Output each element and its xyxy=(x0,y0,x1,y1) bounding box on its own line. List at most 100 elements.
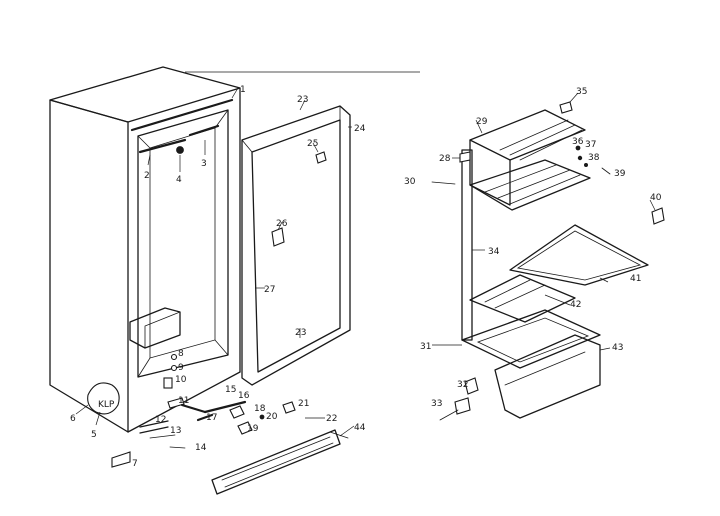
part-37 xyxy=(577,155,583,161)
rail-part-3 xyxy=(188,124,220,137)
grille-body xyxy=(211,429,341,495)
part-28 xyxy=(459,151,471,163)
callout: 27 xyxy=(264,285,275,295)
callout: 26 xyxy=(276,219,288,229)
floor-step-edge xyxy=(144,311,181,349)
cabinet-bottom-edge xyxy=(127,371,241,433)
callout: 30 xyxy=(404,177,416,187)
wire-shelf-part-42 xyxy=(469,274,576,323)
callout: 32 xyxy=(457,380,468,390)
part-18 xyxy=(229,405,245,419)
part-40 xyxy=(651,207,665,225)
cabinet-top xyxy=(49,66,241,123)
callout: 23 xyxy=(297,95,308,105)
hinge-part-25 xyxy=(315,151,327,164)
crisper-part-43 xyxy=(494,334,601,419)
coil-lower xyxy=(484,164,581,205)
floor-step xyxy=(129,307,181,349)
side-panel xyxy=(461,149,473,341)
callout: 16 xyxy=(238,391,250,401)
part-39 xyxy=(601,167,611,175)
callout: 28 xyxy=(439,154,451,164)
part-20 xyxy=(259,414,265,420)
callout: 43 xyxy=(612,343,623,353)
callout: 7 xyxy=(132,459,138,469)
coil-top xyxy=(499,119,583,161)
door-outer xyxy=(241,105,351,386)
part-33 xyxy=(454,397,471,415)
callout: 10 xyxy=(175,375,187,385)
glass-shelf-inner xyxy=(516,230,642,281)
part-19 xyxy=(237,421,253,435)
callout: 3 xyxy=(201,159,207,169)
interior-assembly xyxy=(431,101,665,421)
leader-lines xyxy=(75,71,656,437)
liner-corners xyxy=(137,109,229,378)
part-9 xyxy=(170,364,178,372)
part-44 xyxy=(329,431,349,439)
part-8 xyxy=(170,353,178,361)
glass-shelf-part-41 xyxy=(509,224,649,286)
cabinet: KLP xyxy=(49,66,241,433)
evaporator-shelf xyxy=(469,159,591,211)
callout: 44 xyxy=(354,423,366,433)
part-17 xyxy=(196,413,214,422)
door-edges xyxy=(241,105,341,153)
callout: 12 xyxy=(155,415,166,425)
callout: 37 xyxy=(585,140,596,150)
rail-part-2 xyxy=(138,138,187,154)
pan-part-31 xyxy=(461,309,601,369)
callout: 14 xyxy=(195,443,207,453)
callout: 34 xyxy=(488,247,500,257)
callout: 42 xyxy=(570,300,581,310)
part-14 xyxy=(169,446,186,449)
callout: 13 xyxy=(170,426,181,436)
callout: 9 xyxy=(178,363,184,373)
compressor-part-6 xyxy=(87,382,120,415)
machine-parts xyxy=(111,353,296,468)
part-12 xyxy=(139,420,169,434)
part-10 xyxy=(163,377,173,389)
part-13 xyxy=(149,434,176,439)
callout: 4 xyxy=(176,175,182,185)
callout: 40 xyxy=(650,193,662,203)
callout: 11 xyxy=(178,396,189,406)
part-32 xyxy=(464,377,479,395)
callout: 22 xyxy=(326,414,337,424)
callout: 29 xyxy=(476,117,488,127)
callout: 21 xyxy=(298,399,309,409)
callout: 2 xyxy=(144,171,150,181)
callout: 20 xyxy=(266,412,278,422)
wire-shelf-lines xyxy=(484,279,546,309)
crisper-edge xyxy=(504,351,586,386)
leveling-leg-part-7 xyxy=(111,451,131,468)
callout: 18 xyxy=(254,404,266,414)
part-35 xyxy=(559,101,573,114)
callout: 17 xyxy=(206,413,217,423)
callout: 31 xyxy=(420,342,431,352)
part-21 xyxy=(282,401,296,414)
door-assembly xyxy=(241,105,351,386)
callout: 41 xyxy=(630,274,641,284)
callout: 38 xyxy=(588,153,600,163)
callout: 25 xyxy=(307,139,318,149)
callout: 23 xyxy=(295,328,306,338)
cabinet-side xyxy=(49,99,129,433)
tube-part-16 xyxy=(203,400,247,414)
callout: 33 xyxy=(431,399,442,409)
top-trim xyxy=(130,98,234,132)
callout: 35 xyxy=(576,87,587,97)
callout: 8 xyxy=(178,349,184,359)
part-33-stem xyxy=(439,409,459,421)
callout: 39 xyxy=(614,169,626,179)
part-38 xyxy=(584,162,589,167)
part-36 xyxy=(575,145,581,151)
door-gasket-inner xyxy=(251,119,341,373)
shelf-part-29 xyxy=(469,109,586,161)
callout: 5 xyxy=(91,430,97,440)
callout: 15 xyxy=(225,385,236,395)
lamp-part-4 xyxy=(176,146,184,154)
callout: 24 xyxy=(354,124,366,134)
